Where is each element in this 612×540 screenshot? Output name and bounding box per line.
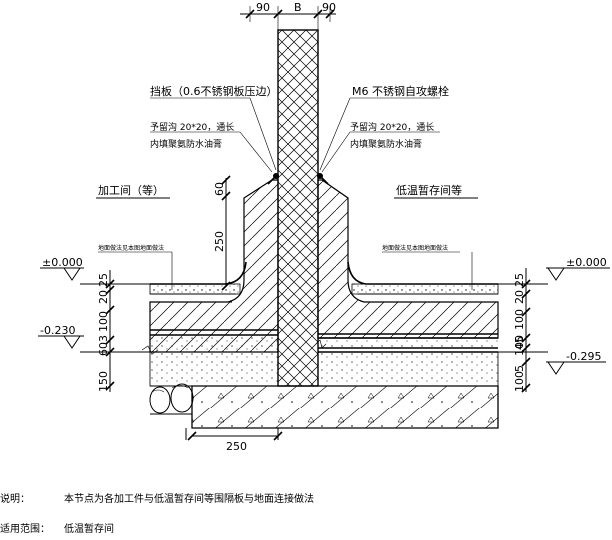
left-vertical-dimensions: 25 20 100 603 150 (97, 270, 115, 392)
right-vertical-dimensions: 25 20 100 45 5 100 100 (513, 268, 531, 393)
elevation-right-low: -0.295 (546, 350, 606, 375)
svg-text:-0.295: -0.295 (566, 350, 601, 363)
right-curb (317, 179, 499, 339)
svg-text:100: 100 (513, 371, 526, 392)
curb-height-dimensions: 60 250 (213, 175, 231, 291)
svg-text:地面做法见本图地面做法: 地面做法见本图地面做法 (98, 244, 164, 252)
gravel-fill (149, 383, 194, 414)
top-dimension: 90 B 90 (240, 1, 336, 30)
break-line-left (141, 345, 159, 355)
label-floor-left: 地面做法见本图地面做法 (98, 244, 173, 290)
svg-text:25: 25 (513, 273, 526, 287)
svg-text:250: 250 (213, 231, 226, 252)
foundation-slab (191, 385, 499, 429)
label-room-left: 加工间（等） (96, 183, 170, 199)
left-floor-layers (149, 261, 278, 352)
svg-text:150: 150 (97, 371, 110, 392)
elevation-right-zero: ±0.000 (546, 256, 610, 281)
elevation-left-low: -0.230 (38, 324, 84, 349)
svg-text:60: 60 (213, 182, 226, 196)
svg-text:加工间（等）: 加工间（等） (98, 183, 164, 197)
left-subbase (149, 351, 279, 387)
svg-text:25: 25 (97, 273, 110, 287)
scope-label: 适用范围： (0, 524, 50, 535)
svg-text:予留沟 20*20，通长: 予留沟 20*20，通长 (150, 121, 234, 133)
label-groove-right: 予留沟 20*20，通长 内填聚氨防水油膏 (321, 121, 440, 173)
dim-top-left: 90 (256, 1, 270, 14)
svg-text:内填聚氨防水油膏: 内填聚氨防水油膏 (150, 138, 222, 150)
right-subbase (317, 351, 499, 387)
label-bolt: M6 不锈钢自攻螺栓 (319, 84, 449, 171)
bottom-dimension: 250 (185, 428, 283, 453)
svg-text:603: 603 (97, 335, 110, 356)
svg-text:45: 45 (513, 336, 526, 350)
left-curb (149, 179, 279, 353)
svg-text:地面做法见本图地面做法: 地面做法见本图地面做法 (382, 244, 448, 252)
svg-text:内填聚氨防水油膏: 内填聚氨防水油膏 (350, 138, 422, 150)
sealant-beads (267, 173, 329, 185)
svg-text:-0.230: -0.230 (40, 324, 75, 337)
label-floor-right: 地面做法见本图地面做法 (382, 244, 473, 290)
svg-text:100: 100 (513, 309, 526, 330)
svg-text:100: 100 (97, 311, 110, 332)
note-text: 本节点为各加工件与低温暂存间等围隔板与地面连接做法 (64, 494, 314, 505)
insulated-panel (277, 29, 319, 387)
note-label: 说明： (0, 494, 30, 505)
svg-text:±0.000: ±0.000 (42, 256, 83, 269)
svg-text:100: 100 (513, 335, 526, 356)
label-groove-left: 予留沟 20*20，通长 内填聚氨防水油膏 (150, 121, 273, 173)
svg-text:20: 20 (97, 290, 110, 304)
elevation-left-zero: ±0.000 (40, 256, 84, 281)
label-cap-flashing: 挡板（0.6不锈钢板压边） (150, 84, 278, 171)
scope-text: 低温暂存间 (64, 524, 114, 535)
svg-text:20: 20 (513, 290, 526, 304)
label-room-right: 低温暂存间等 (394, 183, 478, 199)
svg-text:±0.000: ±0.000 (566, 256, 607, 269)
svg-text:5: 5 (513, 365, 526, 372)
svg-text:低温暂存间等: 低温暂存间等 (396, 183, 462, 197)
svg-text:M6 不锈钢自攻螺栓: M6 不锈钢自攻螺栓 (352, 84, 449, 98)
svg-text:250: 250 (226, 440, 247, 453)
dim-top-right: 90 (322, 1, 336, 14)
svg-text:挡板（0.6不锈钢板压边）: 挡板（0.6不锈钢板压边） (150, 84, 278, 98)
svg-text:予留沟 20*20，通长: 予留沟 20*20，通长 (350, 121, 434, 133)
dim-top-mid: B (294, 1, 302, 14)
